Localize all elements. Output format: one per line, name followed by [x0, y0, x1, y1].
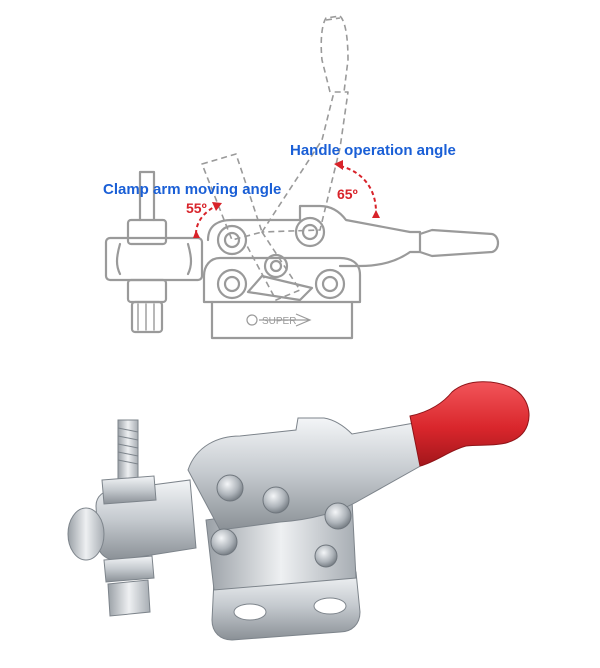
hex-nut-lower [103, 555, 155, 583]
hex-nut-upper [101, 475, 157, 505]
handle-angle-arc [339, 165, 377, 213]
handle-raised-dashed [261, 91, 349, 233]
clamp-arm-raised-dashed [201, 153, 263, 241]
clamp-arm-moving-angle-label: Clamp arm moving angle [103, 181, 282, 198]
arrowhead-clamp-bottom [193, 230, 200, 238]
arrowhead-handle-bottom [372, 210, 380, 218]
handle-grip-outline [418, 228, 500, 258]
pivot-lower-left [216, 268, 248, 300]
arrowhead-handle-top [334, 160, 343, 170]
bolt-outline [138, 170, 156, 222]
handle-grip-red [409, 381, 530, 467]
rivet-right [324, 502, 352, 530]
pivot-upper-left [216, 224, 248, 256]
handle-operation-angle-label: Handle operation angle [290, 142, 456, 159]
pivot-upper-right [294, 216, 326, 248]
pivot-middle [263, 253, 289, 279]
brand-mark-text: SUPER [262, 316, 296, 327]
rivet-lower-right [314, 544, 338, 568]
arrowhead-clamp-top [212, 202, 222, 211]
base-hole-left [233, 603, 267, 621]
handle-body [187, 417, 425, 531]
brand-mark-drawing [246, 313, 312, 327]
spindle-tip [107, 579, 151, 617]
clamp-angle-value: 55º [186, 200, 207, 216]
base-hole-right [313, 597, 347, 615]
spindle-eye [67, 507, 105, 561]
clamp-arm-outline [206, 204, 422, 268]
rivet-upper-left [216, 474, 244, 502]
pivot-lower-right [314, 268, 346, 300]
clamp-line-drawing: SUPER [104, 15, 500, 340]
nut-upper [126, 218, 168, 246]
rivet-lower-left [210, 528, 238, 556]
handle-angle-value: 65º [337, 186, 358, 202]
rivet-upper-middle [262, 486, 290, 514]
base-plate [211, 571, 361, 641]
base-outline [210, 300, 354, 340]
